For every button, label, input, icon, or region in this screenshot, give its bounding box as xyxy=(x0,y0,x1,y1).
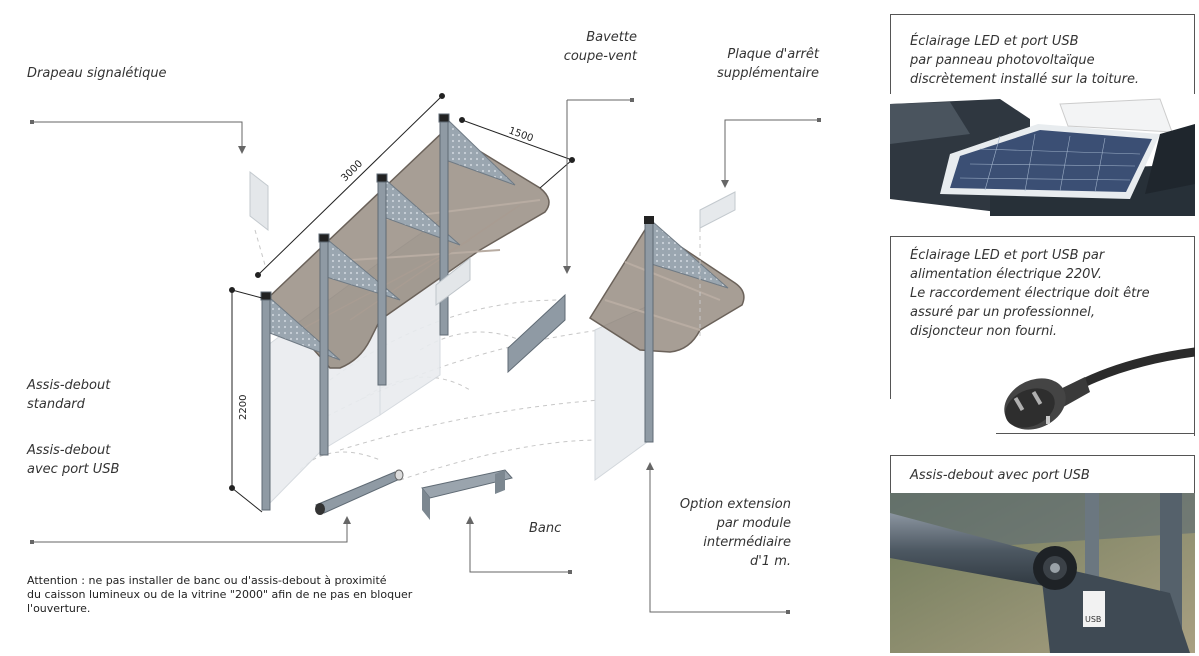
panel-solar-l1: Éclairage LED et port USB xyxy=(910,34,1079,49)
dimension-lines xyxy=(229,93,575,513)
note-l2: du caisson lumineux ou de la vitrine "20… xyxy=(27,588,413,601)
seat-bar xyxy=(315,469,404,515)
shelter-exploded-diagram: 3000 1500 2200 xyxy=(30,93,821,614)
bench xyxy=(421,469,513,520)
panel-electric-l2: alimentation électrique 220V. xyxy=(910,267,1102,282)
panel-electric: Éclairage LED et port USB par alimentatio… xyxy=(890,236,1195,436)
label-plaque-l1: Plaque d'arrêt xyxy=(727,47,819,62)
panel-usb-text: Assis-debout avec port USB xyxy=(910,468,1090,483)
label-option-l2: par module xyxy=(716,516,791,531)
solar-panel-photo xyxy=(890,94,1195,216)
label-banc: Banc xyxy=(529,521,562,536)
label-plaque: Plaque d'arrêt supplémentaire xyxy=(717,45,819,83)
extension-module xyxy=(588,191,745,481)
note-l3: l'ouverture. xyxy=(27,602,91,615)
leader-lines xyxy=(32,99,819,613)
wind-apron xyxy=(507,293,566,374)
label-option-extension: Option extension par module intermédiaire d… xyxy=(680,495,791,571)
label-bavette-l1: Bavette xyxy=(586,30,637,45)
label-assis-standard: Assis-debout standard xyxy=(27,376,110,414)
panel-solar-text: Éclairage LED et port USB par panneau pho… xyxy=(910,32,1139,89)
label-option-l4: d'1 m. xyxy=(749,554,791,569)
power-plug-icon xyxy=(1004,347,1195,430)
dimension-height: 2200 xyxy=(238,395,249,420)
note-l1: Attention : ne pas installer de banc ou … xyxy=(27,574,387,587)
label-assis-usb-l2: avec port USB xyxy=(27,462,120,477)
label-plaque-l2: supplémentaire xyxy=(716,66,819,81)
label-assis-standard-l1: Assis-debout xyxy=(27,378,111,393)
usb-seat-photo: USB xyxy=(890,493,1195,653)
signal-flag xyxy=(249,170,269,232)
label-assis-standard-l2: standard xyxy=(27,397,85,412)
label-assis-usb-l1: Assis-debout xyxy=(27,443,111,458)
panel-solar-l3: discrètement installé sur la toiture. xyxy=(910,72,1140,87)
panel-electric-l1: Éclairage LED et port USB par xyxy=(910,248,1105,263)
panel-electric-l3: Le raccordement électrique doit être xyxy=(910,286,1150,301)
label-option-l3: intermédiaire xyxy=(703,535,791,550)
leader-arrows xyxy=(30,98,821,614)
posts xyxy=(260,113,450,511)
attention-note: Attention : ne pas installer de banc ou … xyxy=(27,574,467,616)
label-option-l1: Option extension xyxy=(679,497,791,512)
label-drapeau: Drapeau signalétique xyxy=(27,66,167,81)
label-assis-usb: Assis-debout avec port USB xyxy=(27,441,119,479)
panel-usb: Assis-debout avec port USB USB xyxy=(890,455,1195,653)
usb-label: USB xyxy=(1085,615,1102,624)
label-bavette-l2: coupe-vent xyxy=(563,49,637,64)
panel-electric-l5: disjoncteur non fourni. xyxy=(910,324,1058,339)
label-bavette: Bavette coupe-vent xyxy=(564,28,637,66)
intermediate-plate xyxy=(435,256,471,306)
panel-solar-l2: par panneau photovoltaïque xyxy=(910,53,1095,68)
dimension-length: 3000 xyxy=(339,158,365,184)
panel-electric-text: Éclairage LED et port USB par alimentatio… xyxy=(910,246,1150,341)
panel-electric-l4: assuré par un professionnel, xyxy=(910,305,1095,320)
panel-solar: Éclairage LED et port USB par panneau pho… xyxy=(890,14,1195,216)
